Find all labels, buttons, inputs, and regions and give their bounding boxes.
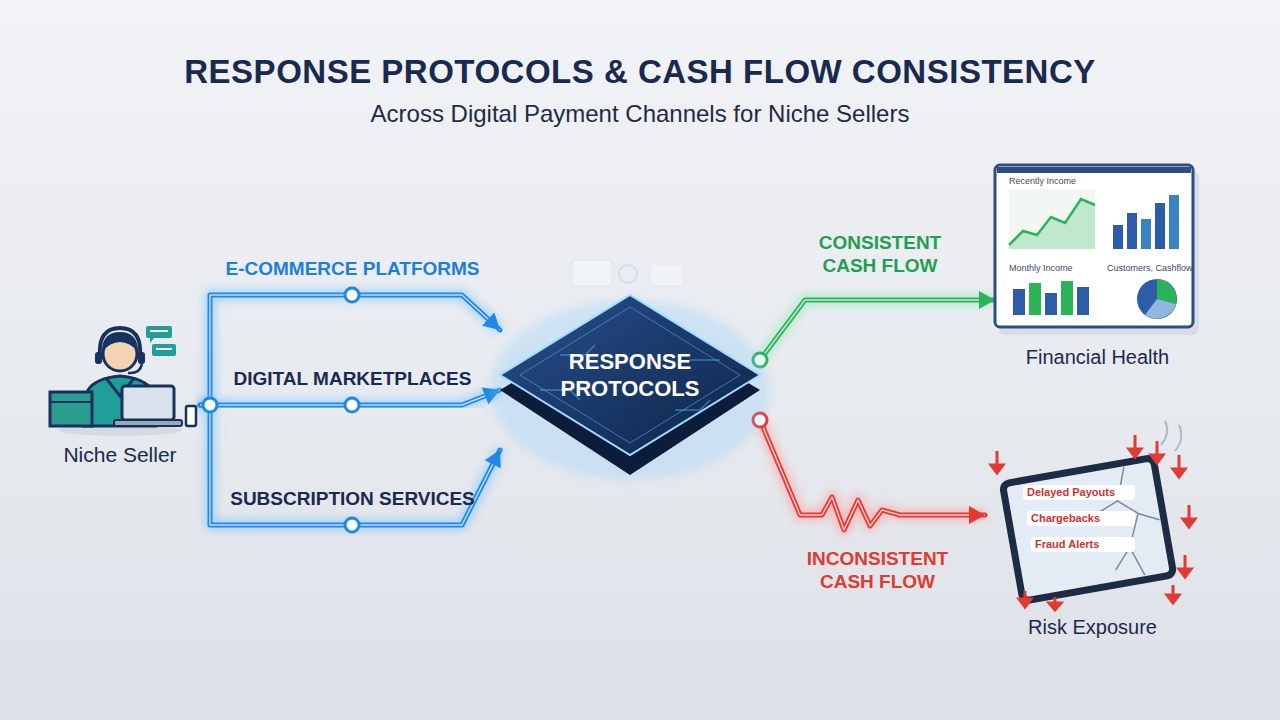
- chart-title: Monthly Income: [1009, 263, 1099, 274]
- flow-connector: [760, 291, 995, 360]
- edge-label: CONSISTENT CASH FLOW: [795, 232, 965, 278]
- alert-item: Chargebacks: [1027, 511, 1135, 526]
- connector-glow: [760, 300, 995, 360]
- node-label: Niche Seller: [40, 442, 200, 467]
- chart-title: Recently Income: [1009, 176, 1099, 187]
- flow-connector: [200, 295, 500, 405]
- connector-line: [200, 295, 500, 405]
- alert-item: Fraud Alerts: [1031, 537, 1135, 552]
- connector-glow: [760, 420, 985, 530]
- chip-label: RESPONSE PROTOCOLS: [550, 330, 710, 420]
- chart-title: Customers, Cashflow: [1107, 263, 1193, 274]
- subtitle: Across Digital Payment Channels for Nich…: [40, 100, 1240, 129]
- arrow-head: [485, 450, 501, 468]
- protocol-chip: RESPONSE PROTOCOLS: [500, 290, 760, 480]
- node-label: Financial Health: [995, 345, 1200, 369]
- connector-glow: [200, 295, 500, 405]
- edge-label: INCONSISTENT CASH FLOW: [785, 548, 970, 594]
- seller-figure: Niche Seller: [40, 318, 200, 483]
- flow-connector: [200, 405, 501, 525]
- edge-label: DIGITAL MARKETPLACES: [215, 368, 490, 391]
- connector-line: [760, 420, 985, 530]
- edge-label: SUBSCRIPTION SERVICES: [215, 488, 490, 511]
- edge-label: E-COMMERCE PLATFORMS: [215, 258, 490, 281]
- alert-item: Delayed Payouts: [1023, 485, 1135, 500]
- connector-shine: [760, 420, 985, 530]
- node-label: Risk Exposure: [985, 615, 1200, 639]
- connector-line: [200, 405, 500, 525]
- cracked-tablet: Risk Exposure Delayed PayoutsChargebacksF…: [985, 445, 1200, 645]
- diagram-title: RESPONSE PROTOCOLS & CASH FLOW CONSISTEN…: [40, 52, 1240, 92]
- connector-shine: [200, 295, 500, 405]
- arrow-head: [969, 506, 985, 524]
- connector-shine: [200, 405, 500, 525]
- arrow-head: [482, 313, 500, 330]
- connector-line: [760, 300, 995, 360]
- flow-connector: [760, 420, 985, 530]
- connector-shine: [760, 300, 995, 360]
- dashboard-screen: Financial Health Recently IncomeMonthly I…: [995, 165, 1200, 375]
- connector-glow: [200, 405, 500, 525]
- arrow-head: [979, 291, 995, 309]
